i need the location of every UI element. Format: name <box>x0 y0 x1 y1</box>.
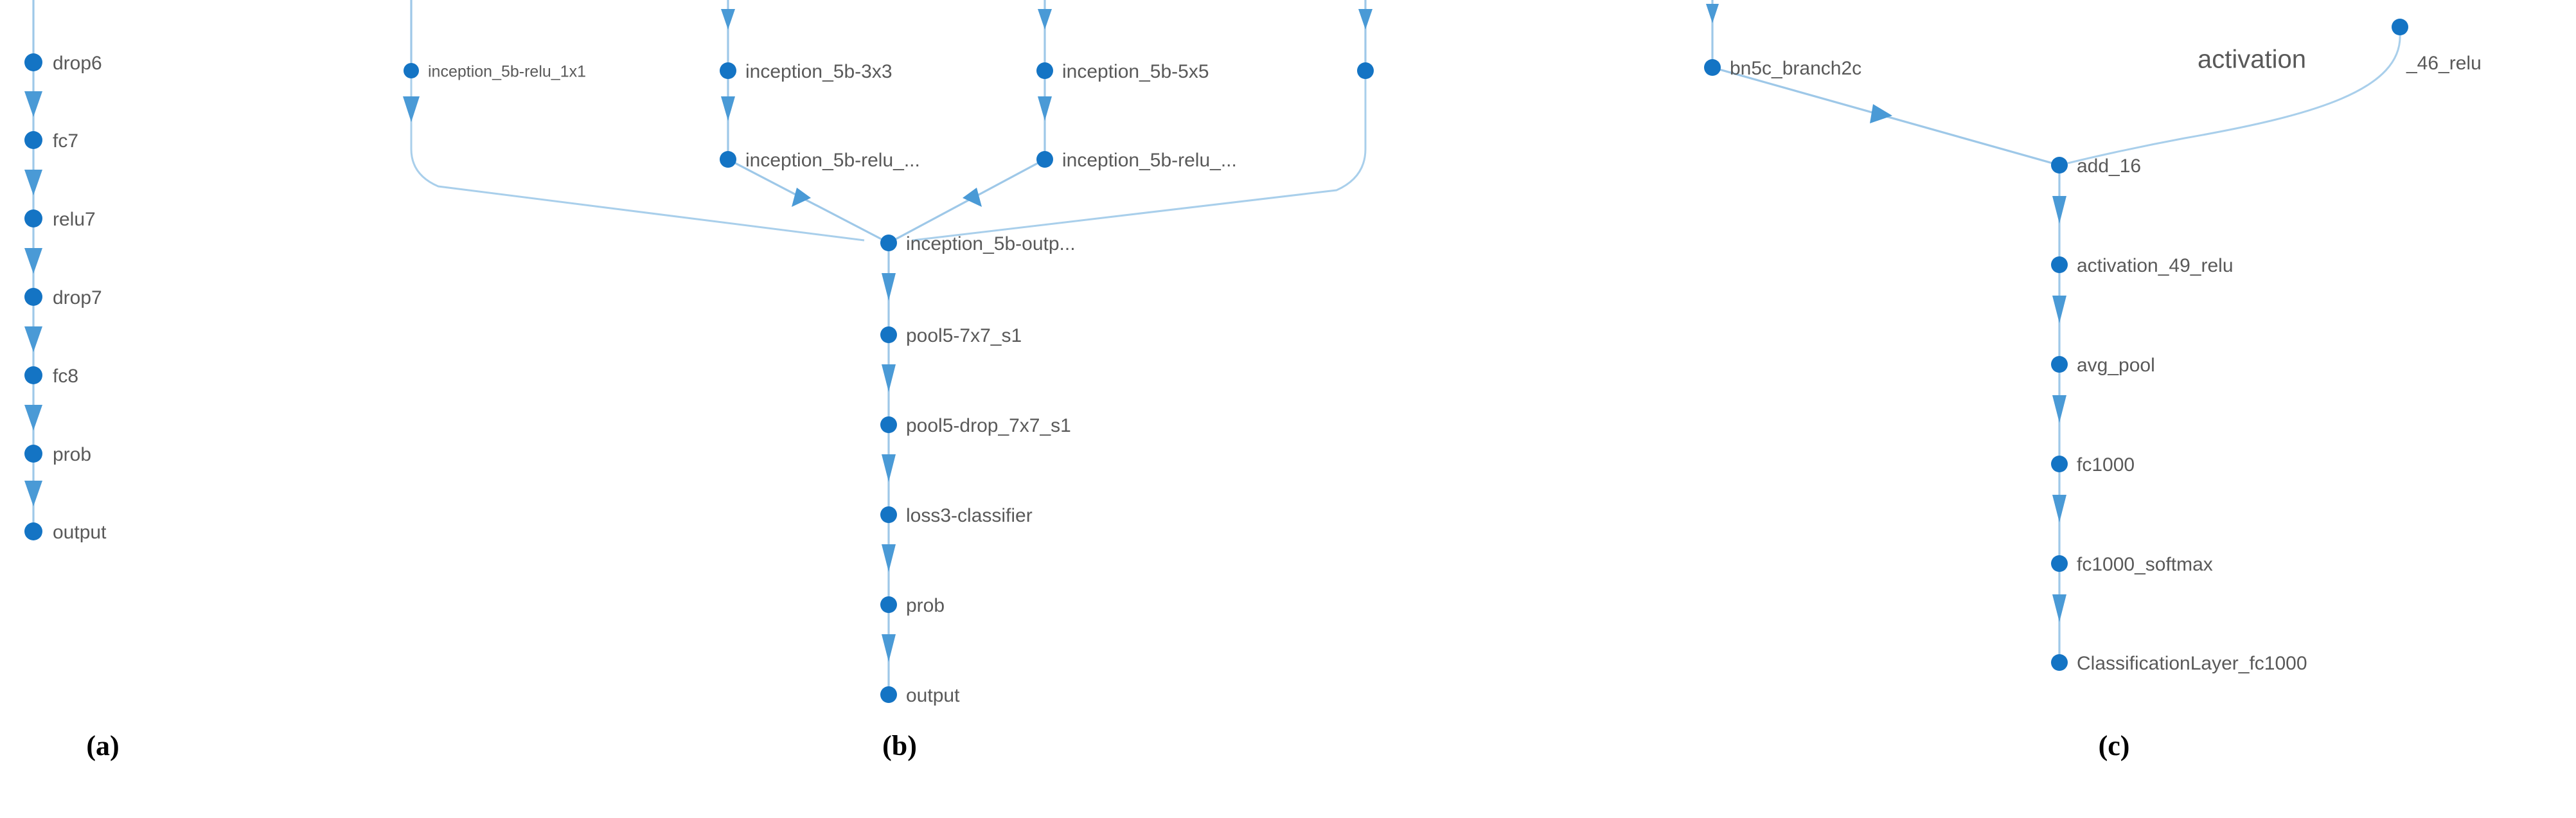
arrowhead-icon <box>882 634 896 662</box>
arrowhead-icon <box>24 170 42 195</box>
node-dot-inception-5b-5x5[interactable] <box>1036 62 1053 79</box>
node-label-inception-5b-relu-3x3: inception_5b-relu_... <box>745 150 920 171</box>
panel-c: bn5c_branch2c activation _46_relu add_16… <box>1704 0 2482 761</box>
node-label-bn5c-branch2c: bn5c_branch2c <box>1730 58 1861 79</box>
node-label-prob: prob <box>53 444 91 465</box>
arrowhead-icon <box>2052 395 2066 423</box>
panel-b: inception_5b-relu_1x1 inception_5b-3x3 i… <box>403 0 1374 761</box>
panel-a-nodes: drop6 fc7 relu7 drop7 fc8 prob output <box>24 53 107 543</box>
node-dot-add-16[interactable] <box>2051 157 2068 173</box>
node-dot-inception-5b-pool-proj[interactable] <box>1357 62 1374 79</box>
arrowhead-icon <box>2052 495 2066 522</box>
node-dot-fc1000-softmax[interactable] <box>2051 555 2068 572</box>
node-label-inception-5b-relu-1x1: inception_5b-relu_1x1 <box>428 63 586 81</box>
node-label-fc1000: fc1000 <box>2077 454 2135 476</box>
node-dot-inception-5b-relu-3x3[interactable] <box>720 151 736 168</box>
arrowhead-icon <box>1706 4 1719 23</box>
arrowhead-icon <box>721 9 735 30</box>
node-dot-pool5-drop-7x7-s1[interactable] <box>880 416 897 433</box>
node-dot-activation-49-relu[interactable] <box>2051 256 2068 273</box>
arrowhead-icon <box>24 326 42 352</box>
edge-activation46-to-add16 <box>2067 33 2401 164</box>
panel-a-edges <box>24 0 42 531</box>
node-dot-bn5c-branch2c[interactable] <box>1704 59 1721 76</box>
node-label-inception-5b-relu-5x5: inception_5b-relu_... <box>1062 150 1237 171</box>
edge-relu5x5-to-output <box>888 158 1045 244</box>
node-label-activation-46-relu-suffix: _46_relu <box>2406 53 2482 74</box>
arrowhead-icon <box>24 91 42 117</box>
node-dot-output[interactable] <box>880 686 897 703</box>
node-dot-inception-5b-relu-5x5[interactable] <box>1036 151 1053 168</box>
node-label-inception-5b-5x5: inception_5b-5x5 <box>1062 61 1209 82</box>
node-dot-relu7[interactable] <box>24 209 42 227</box>
node-label-pool5-7x7-s1: pool5-7x7_s1 <box>906 325 1022 346</box>
node-label-drop6: drop6 <box>53 53 102 74</box>
arrowhead-icon <box>1038 96 1052 121</box>
panel-c-edges <box>1706 0 2401 662</box>
arrowhead-icon <box>882 454 896 482</box>
node-label-loss3-classifier: loss3-classifier <box>906 505 1033 526</box>
node-label-inception-5b-3x3: inception_5b-3x3 <box>745 61 893 82</box>
node-dot-prob[interactable] <box>880 596 897 613</box>
edge-relu1x1-to-output <box>410 71 865 242</box>
node-label-inception-5b-output: inception_5b-outp... <box>906 233 1076 254</box>
arrowhead-icon <box>882 364 896 392</box>
node-dot-inception-5b-3x3[interactable] <box>720 62 736 79</box>
node-label-drop7: drop7 <box>53 287 102 308</box>
node-dot-fc7[interactable] <box>24 131 42 149</box>
edge-poolproj-to-output <box>912 71 1367 242</box>
arrowhead-icon <box>403 96 420 122</box>
panel-c-nodes: bn5c_branch2c activation _46_relu add_16… <box>1704 19 2482 674</box>
panel-caption-a: (a) <box>86 730 119 761</box>
node-dot-fc1000[interactable] <box>2051 456 2068 472</box>
node-dot-fc8[interactable] <box>24 366 42 384</box>
arrowhead-icon <box>24 248 42 274</box>
node-label-prob: prob <box>906 595 945 616</box>
node-label-activation-46-relu: activation <box>2198 46 2306 74</box>
arrowhead-icon <box>2052 196 2066 224</box>
edge-relu3x3-to-output <box>727 158 889 244</box>
node-label-output: output <box>53 522 107 543</box>
node-label-fc7: fc7 <box>53 130 78 152</box>
panel-b-edges <box>403 0 1372 695</box>
node-dot-pool5-7x7-s1[interactable] <box>880 326 897 343</box>
node-label-add-16: add_16 <box>2077 156 2141 177</box>
node-dot-prob[interactable] <box>24 445 42 463</box>
node-dot-avg-pool[interactable] <box>2051 356 2068 373</box>
arrowhead-icon <box>721 96 735 121</box>
arrowhead-icon <box>1038 9 1052 30</box>
arrowhead-icon <box>1870 104 1892 123</box>
arrowhead-icon <box>882 273 896 301</box>
node-label-fc8: fc8 <box>53 366 78 387</box>
node-label-pool5-drop-7x7-s1: pool5-drop_7x7_s1 <box>906 415 1071 436</box>
node-label-output: output <box>906 685 960 706</box>
arrowhead-icon <box>24 405 42 431</box>
arrowhead-icon <box>963 188 982 207</box>
node-dot-drop6[interactable] <box>24 53 42 71</box>
node-label-fc1000-softmax: fc1000_softmax <box>2077 554 2213 575</box>
node-dot-activation-46-relu[interactable] <box>2392 19 2408 35</box>
node-dot-inception-5b-relu-1x1[interactable] <box>404 63 419 78</box>
panel-a: drop6 fc7 relu7 drop7 fc8 prob output (a… <box>24 0 120 761</box>
node-label-relu7: relu7 <box>53 209 96 230</box>
node-dot-classificationlayer-fc1000[interactable] <box>2051 654 2068 671</box>
arrowhead-icon <box>2052 594 2066 622</box>
node-dot-loss3-classifier[interactable] <box>880 506 897 523</box>
arrowhead-icon <box>882 544 896 572</box>
panel-caption-b: (b) <box>882 730 917 761</box>
arrowhead-icon <box>792 188 811 207</box>
panel-caption-c: (c) <box>2099 730 2130 761</box>
node-label-avg-pool: avg_pool <box>2077 355 2155 376</box>
node-label-classificationlayer-fc1000: ClassificationLayer_fc1000 <box>2077 653 2307 674</box>
node-dot-drop7[interactable] <box>24 288 42 306</box>
arrowhead-icon <box>24 481 42 506</box>
node-dot-output[interactable] <box>24 522 42 540</box>
arrowhead-icon <box>2052 296 2066 323</box>
node-label-activation-49-relu: activation_49_relu <box>2077 255 2234 276</box>
node-dot-inception-5b-output[interactable] <box>880 235 897 251</box>
arrowhead-icon <box>1358 9 1372 30</box>
panel-b-nodes: inception_5b-relu_1x1 inception_5b-3x3 i… <box>404 61 1374 706</box>
